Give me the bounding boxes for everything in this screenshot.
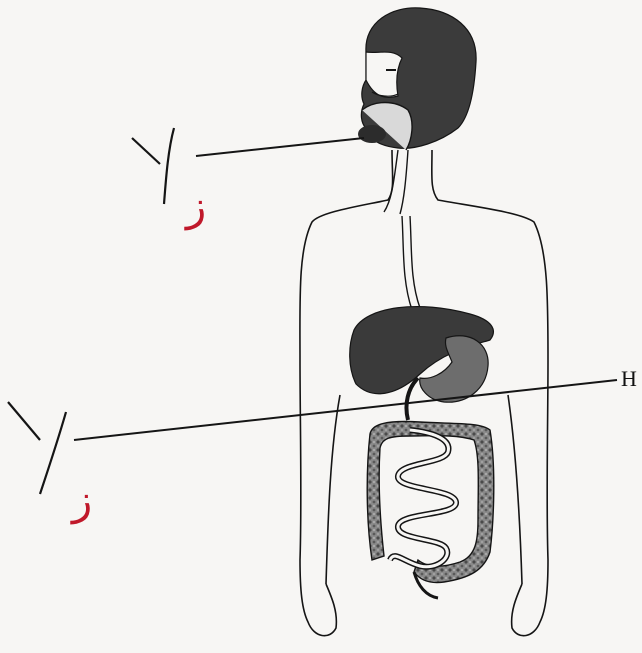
- leader-line-mouth: [196, 138, 364, 156]
- leader-line-intestine: [74, 380, 617, 440]
- answer-mark-bottom: [8, 402, 66, 494]
- handwritten-annotation-bottom: ز: [70, 475, 92, 524]
- duodenum: [406, 378, 418, 420]
- answer-mark-top: [132, 128, 174, 204]
- label-h: H: [621, 366, 637, 392]
- large-intestine: [367, 422, 494, 583]
- handwritten-annotation-top: ز: [184, 181, 206, 230]
